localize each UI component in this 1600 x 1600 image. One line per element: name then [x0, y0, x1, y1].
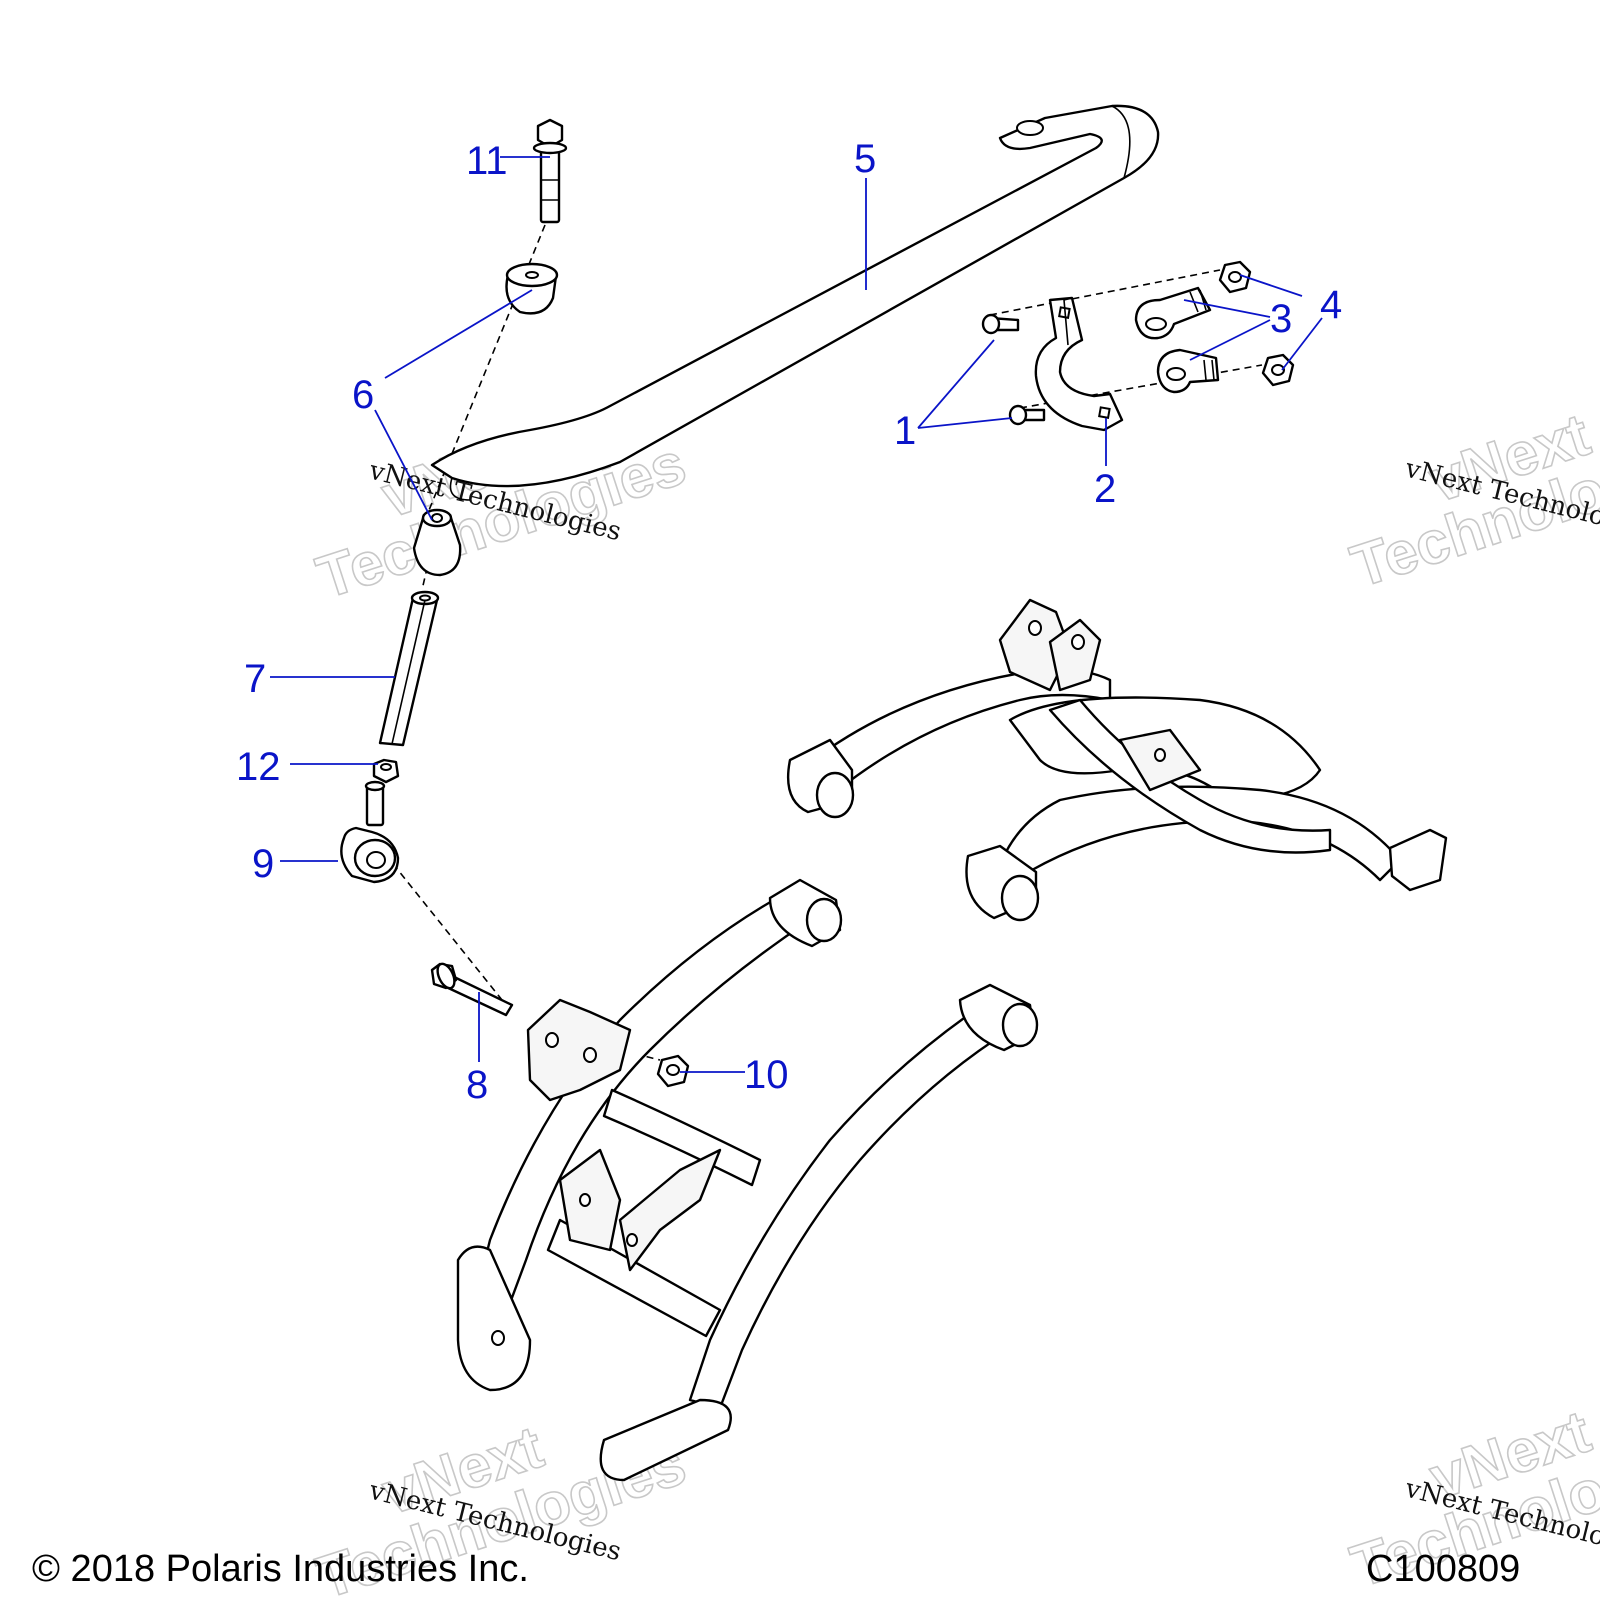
bolt-part-8 — [430, 962, 514, 1017]
nut-part-10 — [656, 1054, 690, 1088]
bushing-part-3-upper — [1134, 286, 1212, 340]
bushing-part-6-lower — [412, 508, 462, 577]
callout-label-12: 12 — [236, 745, 281, 789]
callout-label-3: 3 — [1270, 297, 1292, 341]
callout-leaders — [270, 156, 1323, 1073]
upper-a-arm — [786, 598, 1448, 922]
figure-id-text: C100809 — [1366, 1548, 1521, 1590]
callout-label-6: 6 — [352, 373, 374, 417]
copyright-text: © 2018 Polaris Industries Inc. — [32, 1548, 529, 1590]
bolt-part-11 — [532, 118, 568, 224]
nut-part-4-lower — [1261, 353, 1295, 387]
screw-part-1-lower — [1008, 404, 1046, 426]
callout-label-5: 5 — [854, 137, 876, 181]
nut-part-4-upper — [1218, 260, 1252, 294]
callout-label-8: 8 — [466, 1063, 488, 1107]
callout-label-7: 7 — [244, 657, 266, 701]
bracket-part-2 — [1034, 296, 1124, 432]
spacer-part-7 — [378, 590, 440, 747]
callout-label-2: 2 — [1094, 467, 1116, 511]
bushing-part-6-upper — [505, 262, 559, 315]
callout-label-11: 11 — [466, 139, 508, 183]
stabilizer-bar-part — [430, 104, 1160, 501]
screw-part-1-upper — [981, 313, 1020, 335]
lower-a-arm — [456, 878, 1039, 1482]
callout-label-4: 4 — [1320, 283, 1342, 327]
callout-label-10: 10 — [744, 1053, 789, 1097]
linkage-end-part-9 — [340, 780, 400, 884]
bushing-part-3-lower — [1156, 348, 1220, 394]
callout-labels: 11 5 6 7 12 9 8 10 1 2 3 4 — [236, 137, 1342, 1107]
callout-label-9: 9 — [252, 842, 274, 886]
watermark-top-right: vNext Technologies vNext Technologies — [1343, 400, 1600, 601]
callout-label-1: 1 — [894, 409, 916, 453]
